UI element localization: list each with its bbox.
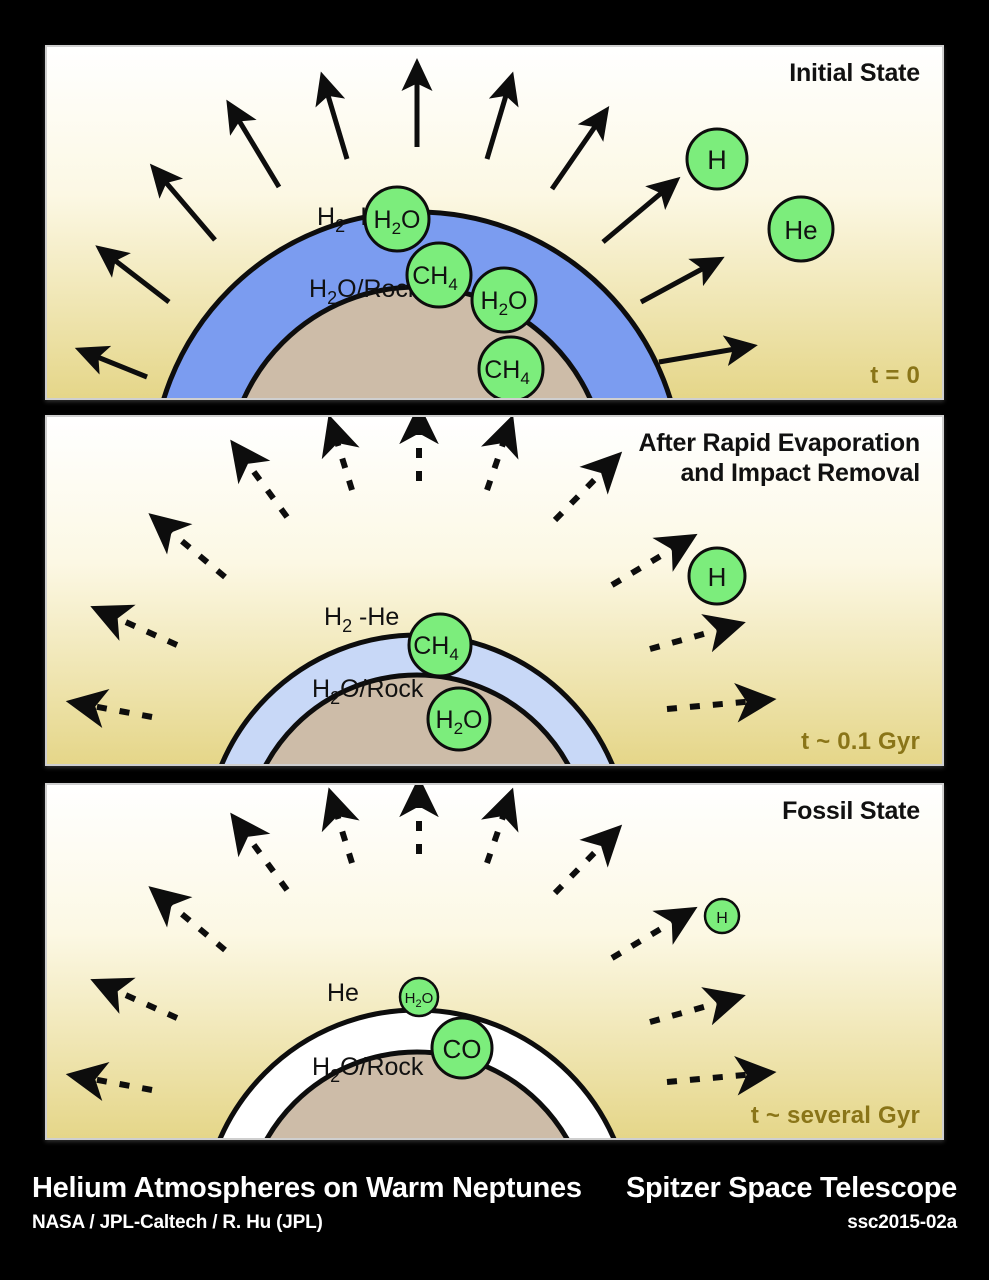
time-label: t ~ several Gyr <box>750 1102 920 1129</box>
svg-text:He: He <box>784 215 817 245</box>
molecule-bubble-escaped: He <box>767 195 835 263</box>
panel-initial-state-graphic: H2 -He H2O/Rock H2O CH4 H2O CH4 <box>47 47 942 398</box>
svg-text:H2O: H2O <box>405 990 434 1010</box>
escape-arrows <box>65 785 777 1101</box>
molecule-bubble: CO <box>430 1016 494 1080</box>
time-label: t = 0 <box>870 362 920 389</box>
molecule-bubble: H2O <box>426 686 492 752</box>
panel-title: After Rapid Evaporation and Impact Remov… <box>638 429 920 487</box>
panel-fossil-state: He H2O/Rock H2O CO H Fossil State <box>45 783 944 1140</box>
time-label: t ~ 0.1 Gyr <box>801 728 920 755</box>
molecule-bubble: H2O <box>398 976 440 1018</box>
svg-text:H: H <box>716 910 728 927</box>
molecule-bubbles-inside: H2O CH4 H2O CH4 <box>363 185 545 398</box>
panel-fossil-state-graphic: He H2O/Rock H2O CO H <box>47 785 942 1138</box>
svg-text:H: H <box>708 562 727 592</box>
molecule-bubbles-escaped: H <box>703 897 741 935</box>
svg-text:CO: CO <box>443 1034 482 1064</box>
core-label: H2O/Rock <box>312 1053 424 1086</box>
panel-after-rapid-evaporation: H2 -He H2O/Rock CH4 H2O H After Rapid <box>45 415 944 766</box>
figure-title: Helium Atmospheres on Warm Neptunes <box>32 1172 582 1204</box>
svg-text:H: H <box>707 145 727 175</box>
observatory-name: Spitzer Space Telescope <box>625 1172 957 1204</box>
molecule-bubbles-escaped: H <box>687 546 747 606</box>
envelope-label: He <box>327 979 359 1007</box>
caption-bar: Helium Atmospheres on Warm Neptunes NASA… <box>0 1168 989 1254</box>
escape-arrows <box>65 417 777 728</box>
molecule-bubbles-inside: H2O CO <box>398 976 494 1080</box>
envelope-label: H2 -He <box>324 603 399 636</box>
core-layer <box>264 1049 570 1138</box>
molecule-bubble: H2O <box>363 185 431 253</box>
molecule-bubble: CH4 <box>405 241 473 309</box>
molecule-bubble-escaped: H <box>703 897 741 935</box>
panel-title: Initial State <box>789 59 920 87</box>
molecule-bubble: CH4 <box>407 612 473 678</box>
molecule-bubble-escaped: H <box>685 127 749 191</box>
molecule-bubble: H2O <box>470 266 538 334</box>
molecule-bubbles-escaped: H He <box>685 127 835 263</box>
release-id: ssc2015-02a <box>847 1212 957 1233</box>
core-layer <box>263 672 571 764</box>
panel-after-rapid-evaporation-graphic: H2 -He H2O/Rock CH4 H2O H <box>47 417 942 764</box>
figure-credit: NASA / JPL-Caltech / R. Hu (JPL) <box>32 1212 323 1233</box>
panel-initial-state: H2 -He H2O/Rock H2O CH4 H2O CH4 <box>45 45 944 400</box>
molecule-bubble: CH4 <box>477 335 545 398</box>
molecule-bubbles-inside: CH4 H2O <box>407 612 492 752</box>
panel-title: Fossil State <box>782 797 920 825</box>
escape-arrows <box>74 58 758 380</box>
molecule-bubble-escaped: H <box>687 546 747 606</box>
